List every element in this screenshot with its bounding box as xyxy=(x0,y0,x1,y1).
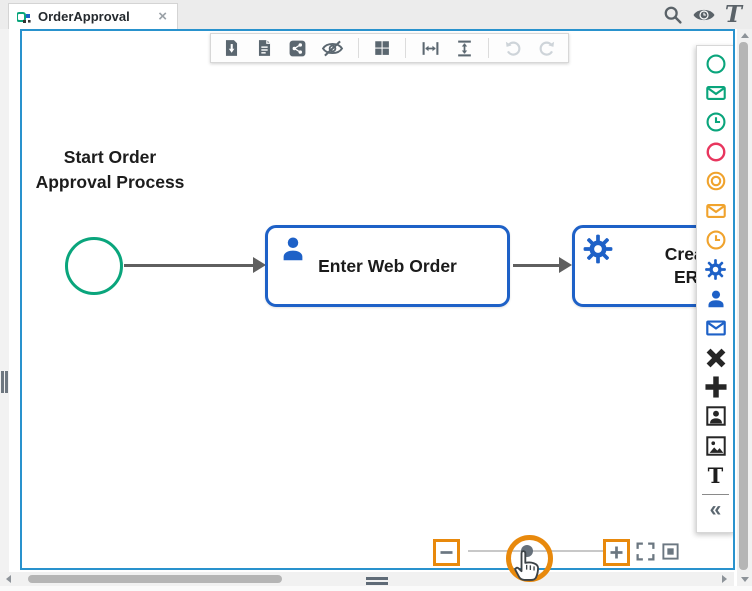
tab-orderapproval[interactable]: OrderApproval × xyxy=(8,3,178,29)
user-task-node[interactable]: Enter Web Order xyxy=(265,225,510,307)
eye-clock-icon[interactable] xyxy=(692,6,716,24)
left-panel-edge xyxy=(0,29,9,572)
timer-intermediate-event-icon xyxy=(706,230,725,250)
hand-cursor-icon xyxy=(511,546,546,588)
palette-item-user-task[interactable] xyxy=(697,284,733,313)
search-icon[interactable] xyxy=(662,4,683,25)
scroll-left-arrow[interactable] xyxy=(6,575,11,583)
parallel-gateway-icon xyxy=(704,376,727,398)
connector-arrowhead xyxy=(253,257,266,273)
palette-item-timer-intermediate-event[interactable] xyxy=(697,225,733,254)
fit-screen-icon xyxy=(662,543,679,560)
palette-item-portrait-annotation[interactable] xyxy=(697,402,733,431)
plus-icon xyxy=(610,546,623,559)
export-document-icon[interactable] xyxy=(222,38,241,58)
horizontal-scrollbar-thumb[interactable] xyxy=(28,575,282,583)
scroll-right-arrow[interactable] xyxy=(722,575,727,583)
process-icon xyxy=(17,11,31,23)
redo-icon[interactable] xyxy=(537,38,557,58)
tab-bar: OrderApproval × T xyxy=(0,0,752,29)
toolbar-separator xyxy=(405,38,406,58)
italic-t-icon[interactable]: T xyxy=(724,1,742,28)
expand-icon xyxy=(636,542,655,561)
zoom-out-button[interactable] xyxy=(433,539,460,566)
text-annotation-icon: T xyxy=(707,462,724,488)
exclusive-gateway-icon xyxy=(706,348,725,367)
top-actions: T xyxy=(662,0,742,29)
message-intermediate-event-icon xyxy=(705,203,726,218)
fit-to-window-button[interactable] xyxy=(661,542,680,561)
vertical-scrollbar-thumb[interactable] xyxy=(739,42,748,570)
shape-palette: T « xyxy=(696,45,733,533)
user-task-label: Enter Web Order xyxy=(318,255,457,276)
toolbar-separator xyxy=(358,38,359,58)
fullscreen-button[interactable] xyxy=(635,541,656,562)
toolbar-separator xyxy=(488,38,489,58)
scroll-down-arrow[interactable] xyxy=(741,577,749,582)
scroll-up-arrow[interactable] xyxy=(741,33,749,38)
fit-height-icon[interactable] xyxy=(455,39,474,58)
bottom-edge xyxy=(0,586,752,591)
share-icon[interactable] xyxy=(288,39,307,58)
palette-item-timer-start-event[interactable] xyxy=(697,108,733,137)
process-annotation[interactable]: Start Order Approval Process xyxy=(22,145,212,195)
start-event-icon xyxy=(706,54,725,74)
connector-line[interactable] xyxy=(124,264,254,267)
annotation-line1: Start Order xyxy=(63,147,157,167)
connector-line[interactable] xyxy=(513,264,560,267)
palette-collapse-button[interactable]: « xyxy=(709,497,722,521)
palette-item-parallel-gateway[interactable] xyxy=(697,372,733,401)
palette-item-service-task[interactable] xyxy=(697,255,733,284)
palette-item-end-event[interactable] xyxy=(697,137,733,166)
fit-width-icon[interactable] xyxy=(420,39,441,58)
start-event-node[interactable] xyxy=(65,237,123,295)
service-task-icon xyxy=(705,259,726,280)
palette-item-message-start-event[interactable] xyxy=(697,78,733,107)
annotation-line2: Approval Process xyxy=(35,172,185,192)
diagram-canvas[interactable]: Start Order Approval Process Enter Web O… xyxy=(20,29,735,570)
eye-off-icon[interactable] xyxy=(321,39,344,58)
palette-item-message-intermediate-event[interactable] xyxy=(697,196,733,225)
document-report-icon[interactable] xyxy=(255,38,274,58)
palette-item-start-event[interactable] xyxy=(697,49,733,78)
palette-item-exclusive-gateway[interactable] xyxy=(697,343,733,372)
undo-icon[interactable] xyxy=(503,38,523,58)
image-annotation-icon xyxy=(705,436,726,456)
grid-icon[interactable] xyxy=(373,39,391,57)
intermediate-event-icon xyxy=(706,171,725,191)
message-task-icon xyxy=(705,320,726,336)
gear-icon xyxy=(583,234,613,264)
timer-start-event-icon xyxy=(706,112,725,132)
connector-arrowhead xyxy=(559,257,572,273)
end-event-icon xyxy=(706,142,725,162)
palette-item-intermediate-event[interactable] xyxy=(697,167,733,196)
vertical-scrollbar[interactable] xyxy=(737,29,752,586)
portrait-annotation-icon xyxy=(705,406,726,427)
zoom-in-button[interactable] xyxy=(603,539,630,566)
palette-item-message-task[interactable] xyxy=(697,314,733,343)
user-icon xyxy=(283,237,303,261)
diagram-toolbar xyxy=(210,33,569,63)
palette-item-image-annotation[interactable] xyxy=(697,431,733,460)
user-task-icon xyxy=(707,290,724,308)
message-start-event-icon xyxy=(705,86,726,101)
minus-icon xyxy=(440,551,453,554)
palette-item-text-annotation[interactable]: T xyxy=(697,460,733,489)
tab-title: OrderApproval xyxy=(38,9,130,24)
palette-divider xyxy=(702,493,729,495)
tab-close-icon[interactable]: × xyxy=(158,8,167,25)
